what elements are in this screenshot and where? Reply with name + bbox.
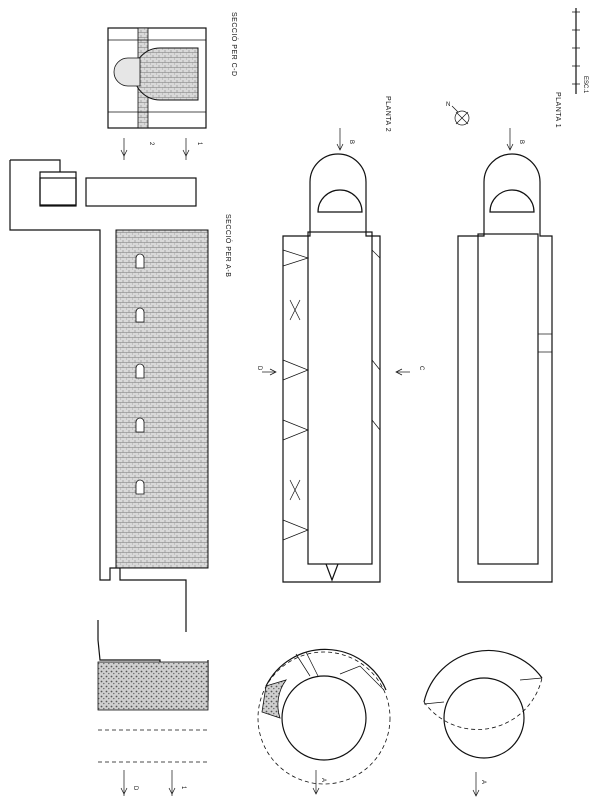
section-cd-drawing (107, 27, 207, 129)
cut-marker-b-plan-1: B (506, 128, 524, 151)
plan-2-tower (257, 648, 391, 785)
plan-1-tower (423, 649, 543, 759)
cut-marker-1: 1 (182, 138, 202, 160)
cut-marker-b-plan-1-label: B (518, 140, 524, 144)
wall-niches (135, 253, 145, 495)
cut-marker-2-label: 2 (148, 142, 154, 146)
plan-1-label: PLANTA 1 (554, 92, 561, 128)
scale-label: ESC.1 (582, 76, 588, 94)
cut-marker-d-left: D (120, 770, 138, 796)
cut-marker-a-plan-1: A (472, 772, 486, 797)
scale-bar: ESC.1 (572, 8, 588, 94)
cut-marker-b-plan-2-label: B (348, 140, 354, 144)
plan-2-drawing (282, 153, 381, 583)
section-ab-drawing (9, 159, 209, 763)
plan-2-label: PLANTA 2 (384, 96, 391, 132)
cut-marker-a-plan-2-label: A (320, 778, 326, 782)
cut-marker-d-left-label: D (132, 786, 138, 791)
cut-marker-1-label: 1 (196, 142, 202, 146)
cut-marker-a-plan-2: A (312, 770, 326, 795)
cut-marker-1-bottom: 1 (168, 770, 186, 796)
cut-marker-b-plan-2: B (336, 128, 354, 151)
cut-marker-2: 2 (120, 138, 154, 160)
svg-text:N: N (446, 102, 450, 108)
cut-marker-d-plan-2-label: D (256, 366, 262, 371)
section-cd-label: SECCIÓ PER C-D (230, 12, 239, 77)
cut-marker-c-plan-2: C (395, 366, 424, 376)
plan-1-drawing (457, 153, 553, 583)
cut-marker-c-plan-2-label: C (418, 366, 424, 371)
cut-marker-1-bottom-label: 1 (180, 786, 186, 790)
cut-marker-d-plan-2: D (256, 366, 277, 376)
cut-marker-a-plan-1-label: A (480, 780, 486, 784)
north-arrow-icon: N (446, 102, 470, 126)
section-ab-label: SECCIÓ PER A-B (224, 214, 233, 277)
